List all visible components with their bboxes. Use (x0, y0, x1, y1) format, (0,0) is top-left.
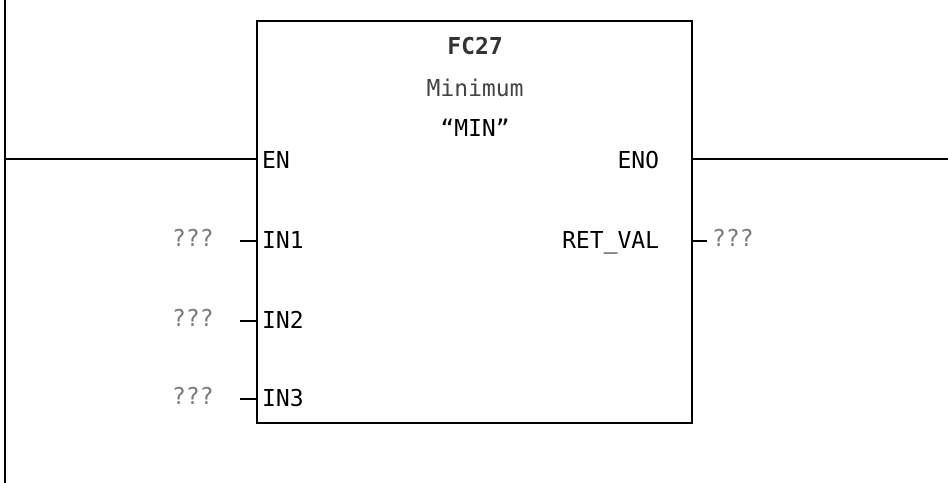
block-description: Minimum (426, 76, 524, 102)
en-wire (4, 158, 258, 160)
in3-stub (240, 398, 258, 400)
pin-ret-val: RET_VAL (562, 228, 659, 254)
ret-val-stub (691, 240, 707, 242)
operand-ret-val[interactable]: ??? (712, 226, 754, 252)
in2-stub (240, 320, 258, 322)
pin-in3: IN3 (262, 386, 304, 412)
pin-en: EN (262, 148, 290, 174)
operand-in3[interactable]: ??? (172, 384, 214, 410)
function-block[interactable]: FC27 Minimum “MIN” EN IN1 IN2 IN3 ENO RE… (256, 20, 693, 424)
operand-in1[interactable]: ??? (172, 226, 214, 252)
block-symbol: “MIN” (440, 116, 510, 142)
operand-in2[interactable]: ??? (172, 306, 214, 332)
block-number: FC27 (447, 34, 503, 60)
eno-wire (691, 158, 948, 160)
in1-stub (240, 240, 258, 242)
pin-in2: IN2 (262, 308, 304, 334)
pin-eno: ENO (617, 148, 659, 174)
left-power-rail (4, 0, 6, 483)
pin-in1: IN1 (262, 228, 304, 254)
